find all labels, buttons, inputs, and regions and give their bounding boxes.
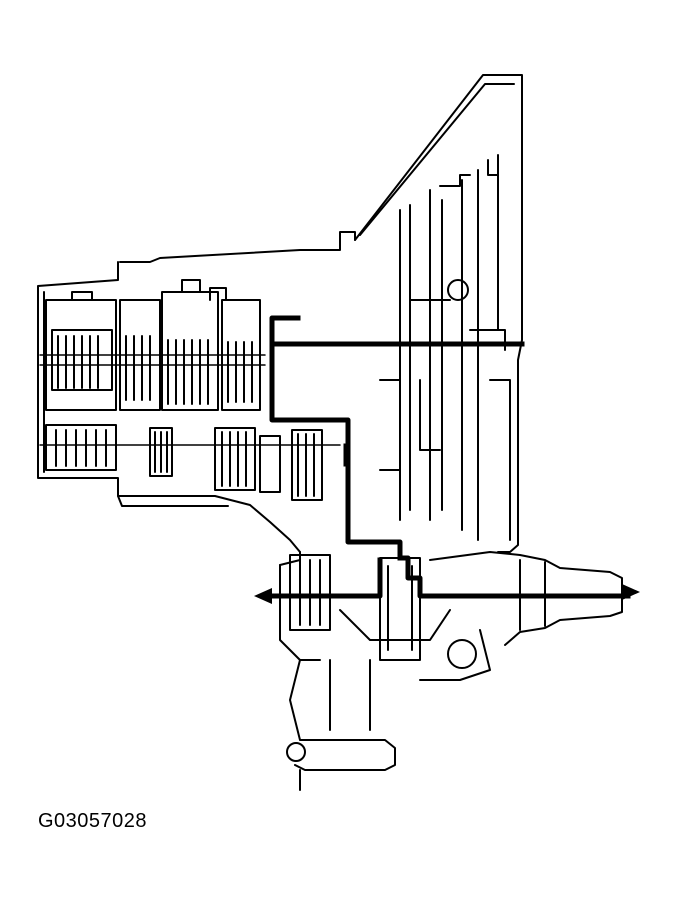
main-shaft-gears [39,279,266,411]
power-flow-path [261,315,631,599]
differential-assembly [279,551,623,791]
output-right-arrow [622,584,640,600]
figure-id-label: G03057028 [38,810,148,832]
converter-clutch-assembly [379,154,511,541]
output-left-arrow [254,588,272,604]
counter-shaft-gears [39,424,341,501]
